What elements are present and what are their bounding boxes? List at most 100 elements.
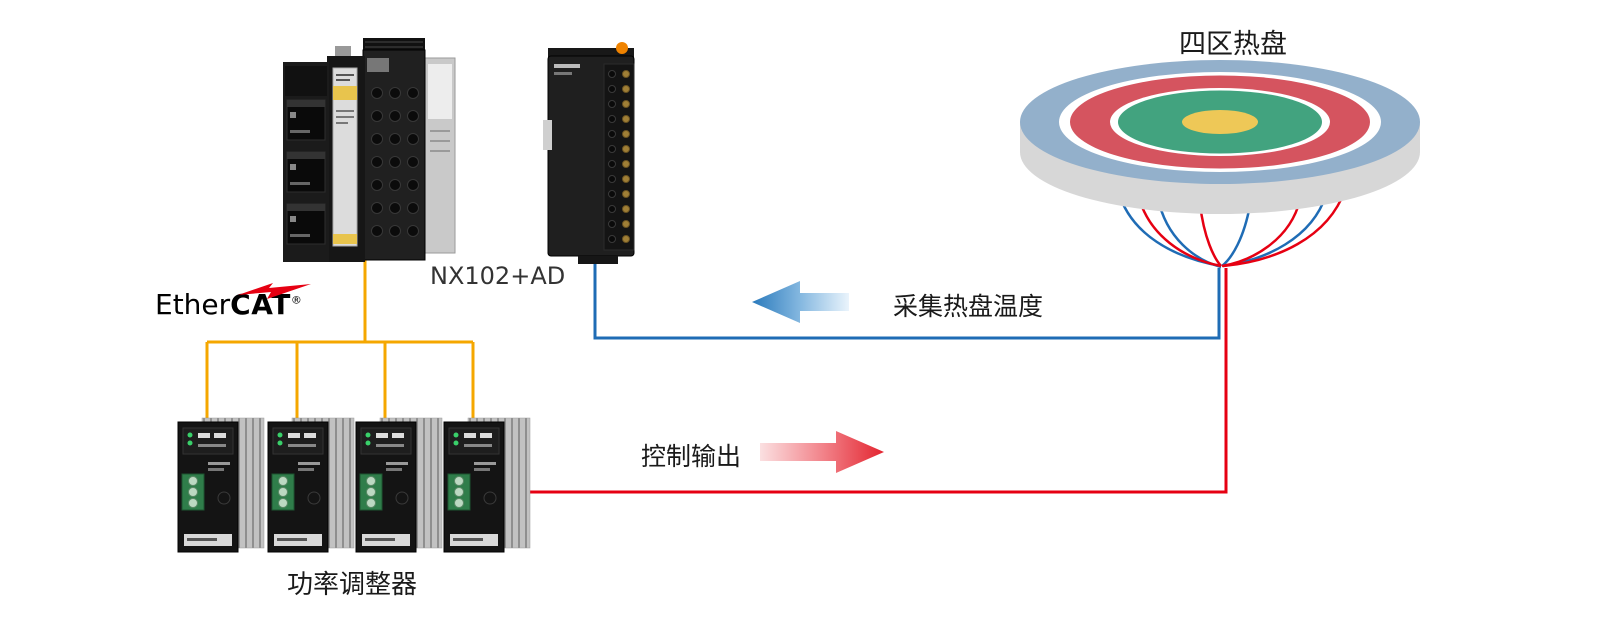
regulator-led-2 bbox=[187, 440, 193, 446]
regulators-label: 功率调整器 bbox=[287, 570, 418, 600]
ethercat-bus-lines bbox=[205, 256, 475, 430]
plc-cpu-text2 bbox=[336, 79, 350, 81]
ethercat-arrow-icon bbox=[238, 283, 311, 299]
regulator-bottom-text bbox=[187, 538, 217, 541]
plc-cpu-yellow-bottom bbox=[333, 234, 357, 244]
regulator-screw-2 bbox=[188, 487, 198, 497]
regulator-digit-2 bbox=[214, 433, 226, 438]
ad-terminal-column bbox=[603, 63, 635, 251]
regulator-dial bbox=[307, 491, 321, 505]
plc-cpu-text5 bbox=[336, 122, 348, 124]
analog-input-module bbox=[543, 42, 635, 264]
regulator-bottom-text bbox=[277, 538, 307, 541]
regulator-text-2 bbox=[386, 468, 402, 471]
regulator-screw-1 bbox=[188, 476, 198, 486]
regulator-digit-2 bbox=[304, 433, 316, 438]
plc-cpu-text4 bbox=[336, 116, 354, 118]
ethercat-arrow-shape bbox=[238, 283, 311, 299]
plc-side-mark1 bbox=[430, 130, 450, 132]
regulator-bottom-text bbox=[453, 538, 483, 541]
regulator-screw-3 bbox=[454, 498, 464, 508]
plc-port-block-2 bbox=[286, 151, 326, 193]
regulator-screw-2 bbox=[454, 487, 464, 497]
ad-orange-connector bbox=[616, 42, 628, 54]
plc-cpu-yellow-label bbox=[333, 86, 357, 100]
hotplate-label: 四区热盘 bbox=[1179, 29, 1287, 60]
plc-side-mark2 bbox=[430, 140, 450, 142]
regulator-digit-2 bbox=[392, 433, 404, 438]
regulator-digit-1 bbox=[464, 433, 476, 438]
regulator-screw-3 bbox=[188, 498, 198, 508]
plc-cpu-text3 bbox=[336, 110, 354, 112]
regulator-dial bbox=[217, 491, 231, 505]
regulator-bottom-text bbox=[365, 538, 395, 541]
plc-terminal-dots bbox=[371, 87, 419, 237]
regulator-screw-1 bbox=[366, 476, 376, 486]
regulator-screw-1 bbox=[454, 476, 464, 486]
regulator-text-2 bbox=[298, 468, 314, 471]
regulator-dial bbox=[483, 491, 497, 505]
regulator-screw-2 bbox=[366, 487, 376, 497]
controller-label: NX102+AD bbox=[430, 262, 566, 290]
regulator-screw-3 bbox=[278, 498, 288, 508]
regulator-dial bbox=[395, 491, 409, 505]
plc-side-label bbox=[428, 64, 452, 119]
hotplate bbox=[1020, 60, 1420, 214]
power-regulator-1 bbox=[177, 417, 265, 553]
regulator-display-text bbox=[464, 444, 492, 447]
regulator-text-2 bbox=[474, 468, 490, 471]
plc-vent-line2 bbox=[365, 46, 423, 48]
regulator-text-1 bbox=[208, 462, 230, 465]
regulator-screw-1 bbox=[278, 476, 288, 486]
feedback-line bbox=[593, 250, 1221, 340]
ad-terminal-dots-gold bbox=[622, 70, 630, 243]
plc-top-clip bbox=[335, 46, 351, 58]
regulator-led-1 bbox=[277, 432, 283, 438]
feedback-arrow-icon bbox=[752, 281, 849, 323]
regulator-display-text bbox=[288, 444, 316, 447]
regulator-display-text bbox=[376, 444, 404, 447]
ad-side-latch bbox=[543, 120, 552, 150]
output-label: 控制输出 bbox=[641, 442, 742, 471]
regulator-screw-3 bbox=[366, 498, 376, 508]
plc-port-block-3 bbox=[286, 203, 326, 245]
plc-io-connector bbox=[367, 58, 389, 72]
ad-terminal-dots-dark bbox=[608, 70, 616, 243]
regulator-led-2 bbox=[277, 440, 283, 446]
plc-side-mark3 bbox=[430, 150, 450, 152]
plc-cpu-text1 bbox=[336, 74, 354, 76]
regulator-digit-1 bbox=[376, 433, 388, 438]
regulator-digit-1 bbox=[288, 433, 300, 438]
ethercat-registered-mark: ® bbox=[290, 293, 302, 307]
power-regulator-2 bbox=[267, 417, 355, 553]
regulator-digit-2 bbox=[480, 433, 492, 438]
regulator-text-1 bbox=[298, 462, 320, 465]
regulator-text-1 bbox=[386, 462, 408, 465]
regulator-led-1 bbox=[187, 432, 193, 438]
ad-label-line2 bbox=[554, 72, 572, 75]
ad-foot bbox=[578, 256, 618, 264]
regulator-led-1 bbox=[365, 432, 371, 438]
output-line bbox=[528, 268, 1228, 494]
plc-controller bbox=[283, 38, 456, 262]
plc-comm-top bbox=[285, 66, 327, 96]
hotplate-center-zone bbox=[1182, 110, 1258, 134]
ad-label-line1 bbox=[554, 64, 580, 68]
regulator-display-text bbox=[198, 444, 226, 447]
regulator-screw-2 bbox=[278, 487, 288, 497]
regulator-led-2 bbox=[365, 440, 371, 446]
power-regulator-4 bbox=[443, 417, 531, 553]
plc-port-block-1 bbox=[286, 99, 326, 141]
regulator-led-1 bbox=[453, 432, 459, 438]
regulator-text-1 bbox=[474, 462, 496, 465]
ethercat-logo: EtherCAT® bbox=[155, 283, 311, 324]
power-regulator-3 bbox=[355, 417, 443, 553]
output-arrow-icon bbox=[760, 431, 884, 473]
plc-io-module bbox=[362, 49, 426, 261]
feedback-label: 采集热盘温度 bbox=[893, 292, 1044, 321]
plc-vent-line bbox=[365, 41, 423, 43]
regulator-digit-1 bbox=[198, 433, 210, 438]
ethercat-text-regular: Ether bbox=[155, 288, 231, 321]
